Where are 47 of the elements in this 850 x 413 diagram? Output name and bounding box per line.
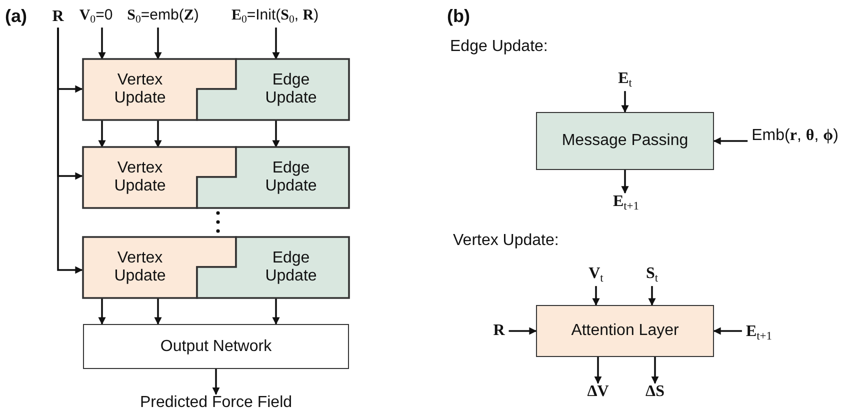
arrow xyxy=(713,327,742,335)
arrow xyxy=(272,298,280,325)
math-label: V$_{0}$=0 xyxy=(79,7,113,27)
arrow xyxy=(98,298,106,325)
panel-label: (b) xyxy=(447,6,470,27)
arrow xyxy=(57,28,83,274)
message-passing-box: Message Passing xyxy=(536,112,714,170)
math-label: V$_{t}$ xyxy=(588,264,604,286)
panel-label: (a) xyxy=(5,6,27,27)
arrow xyxy=(154,298,162,325)
arrow xyxy=(154,28,162,60)
arrow xyxy=(592,286,600,306)
math-label: R xyxy=(52,8,64,26)
block-label: Edge Update xyxy=(264,249,318,285)
math-label: E$_{t+1}$ xyxy=(746,322,772,344)
math-label: E$_{0}$=Init(S$_{0}$, R) xyxy=(231,7,319,27)
arrow xyxy=(621,170,629,194)
attention-layer-box: Attention Layer xyxy=(536,305,714,357)
math-label: E$_{t}$ xyxy=(618,70,632,90)
arrow xyxy=(98,120,106,148)
math-label: ΔS xyxy=(646,383,664,401)
output-label: Predicted Force Field xyxy=(140,394,292,412)
arrow xyxy=(272,120,280,148)
math-label: ΔV xyxy=(587,383,609,401)
block-label: Vertex Update xyxy=(113,159,167,195)
arrow xyxy=(508,327,537,335)
math-label: R xyxy=(493,322,505,340)
arrow xyxy=(272,28,280,60)
math-label: S$_{0}$=emb(Z) xyxy=(127,7,199,27)
arrow xyxy=(154,120,162,148)
arrow xyxy=(713,137,748,145)
arrow xyxy=(212,369,220,395)
math-label: E$_{t+1}$ xyxy=(612,192,640,214)
arrow xyxy=(621,91,629,113)
block-label: Edge Update xyxy=(264,71,318,107)
arrow xyxy=(98,28,106,60)
block-label: Vertex Update xyxy=(113,249,167,285)
math-label: Emb(r, θ, ϕ) xyxy=(752,127,838,145)
math-label: S$_{t}$ xyxy=(646,264,658,286)
arrow xyxy=(648,286,656,306)
block-label: Vertex Update xyxy=(113,71,167,107)
section-heading: Vertex Update: xyxy=(453,232,559,250)
arrow xyxy=(594,357,602,384)
output-network-box: Output Network xyxy=(83,324,349,369)
block-label: Edge Update xyxy=(264,159,318,195)
section-heading: Edge Update: xyxy=(450,38,548,56)
arrow xyxy=(651,357,659,384)
